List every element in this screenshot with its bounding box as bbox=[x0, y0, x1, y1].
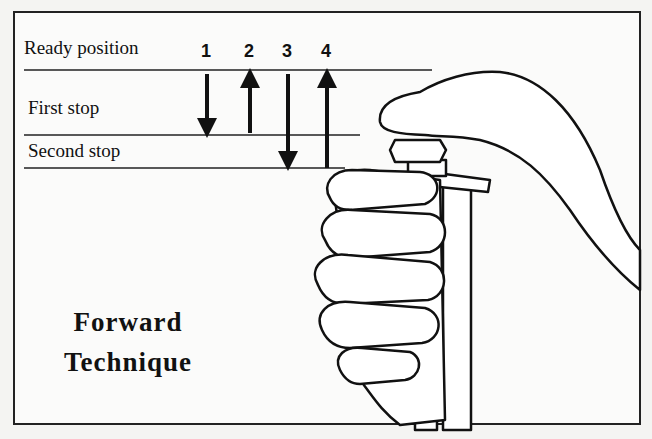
step-number: 4 bbox=[321, 42, 331, 60]
frame bbox=[14, 12, 640, 424]
arrow-down bbox=[205, 74, 209, 128]
middle-finger bbox=[322, 210, 445, 258]
step-number: 2 bbox=[244, 42, 254, 60]
finger-tip bbox=[338, 348, 419, 384]
second-stop-line bbox=[24, 167, 345, 169]
level-label: Ready position bbox=[24, 38, 139, 57]
ready-line bbox=[24, 69, 432, 71]
plunger-button bbox=[390, 140, 446, 162]
ring-finger bbox=[315, 255, 444, 304]
step-number: 1 bbox=[201, 42, 211, 60]
arrow-up bbox=[248, 78, 252, 133]
arrow-up bbox=[325, 78, 329, 168]
little-finger bbox=[320, 302, 439, 348]
pipette-body bbox=[443, 180, 471, 430]
diagram-title: Forward Technique bbox=[28, 302, 228, 382]
step-number: 3 bbox=[282, 42, 292, 60]
first-stop-line bbox=[24, 134, 360, 136]
index-finger bbox=[327, 170, 437, 210]
arrow-down bbox=[286, 74, 290, 161]
level-label: First stop bbox=[28, 98, 99, 117]
level-label: Second stop bbox=[28, 141, 120, 160]
